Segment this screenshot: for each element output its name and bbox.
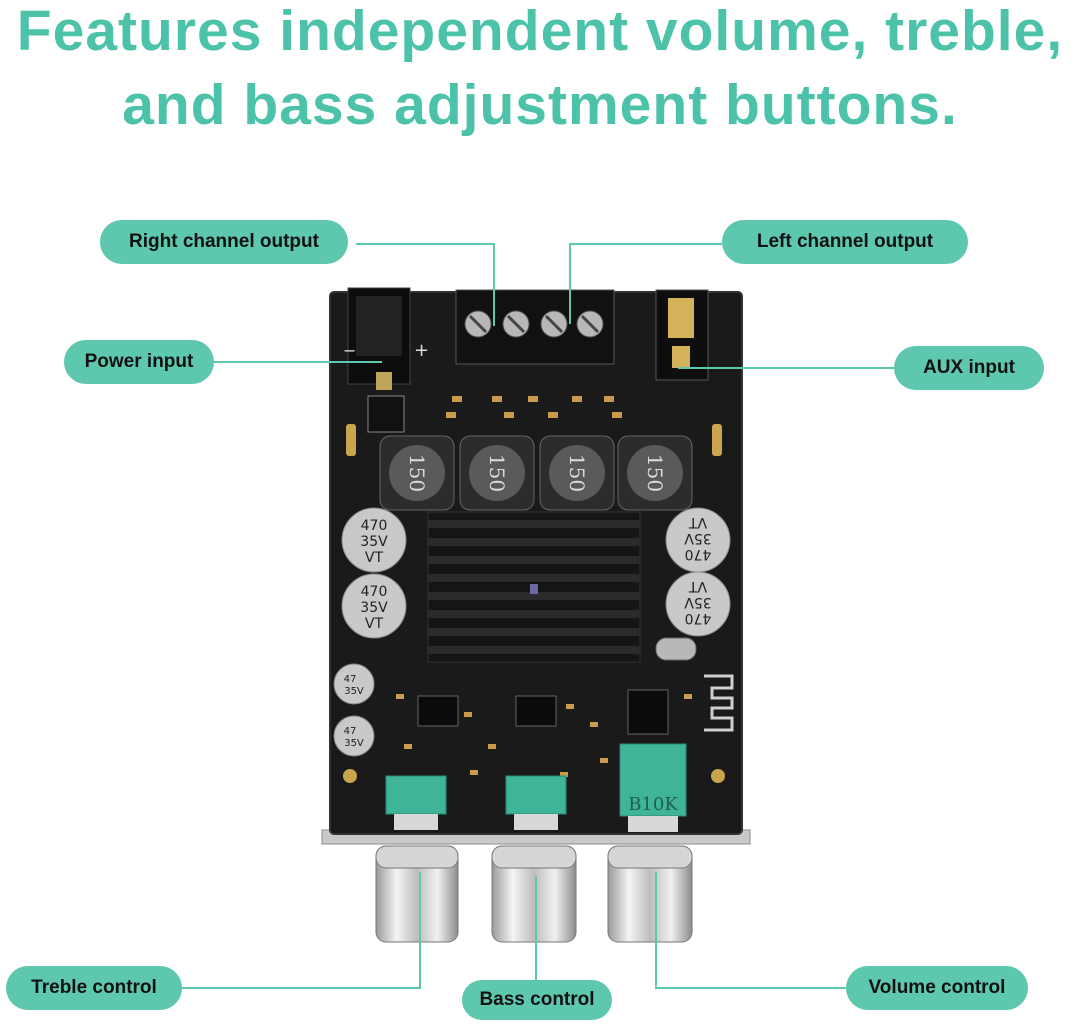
volume-knob bbox=[607, 845, 693, 943]
aux-jack bbox=[655, 289, 709, 381]
dc-power-jack: − + bbox=[343, 287, 429, 390]
label-power-input: Power input bbox=[64, 340, 214, 384]
label-left-channel-output: Left channel output bbox=[722, 220, 968, 264]
capacitor-left-bottom: 470 35V VT bbox=[341, 573, 407, 639]
svg-text:35V: 35V bbox=[344, 738, 364, 749]
svg-text:35V: 35V bbox=[360, 600, 388, 616]
svg-text:VT: VT bbox=[688, 514, 707, 530]
inductors: 150 150 150 150 bbox=[379, 435, 693, 511]
volume-potentiometer: B10K bbox=[619, 743, 687, 832]
svg-text:35V: 35V bbox=[360, 534, 388, 550]
svg-text:VT: VT bbox=[688, 578, 707, 594]
svg-text:VT: VT bbox=[365, 616, 384, 632]
svg-text:47: 47 bbox=[344, 674, 357, 685]
label-volume-control: Volume control bbox=[846, 966, 1028, 1010]
svg-text:35V: 35V bbox=[684, 594, 712, 610]
capacitor-right-bottom: 470 35V VT bbox=[665, 571, 731, 637]
svg-text:35V: 35V bbox=[684, 530, 712, 546]
label-bass-control: Bass control bbox=[462, 980, 612, 1020]
volume-pot-marking: B10K bbox=[628, 794, 678, 815]
svg-text:470: 470 bbox=[361, 518, 388, 534]
line-right-channel bbox=[356, 243, 495, 326]
svg-text:35V: 35V bbox=[344, 686, 364, 697]
svg-text:470: 470 bbox=[685, 610, 712, 626]
small-capacitors: 47 35V 47 35V bbox=[333, 663, 375, 757]
svg-text:470: 470 bbox=[361, 584, 388, 600]
bluetooth-antenna bbox=[704, 674, 734, 732]
power-minus-marking: − bbox=[343, 341, 356, 360]
inductor-marking-3: 150 bbox=[565, 454, 589, 492]
svg-text:VT: VT bbox=[365, 550, 384, 566]
bass-knob bbox=[491, 845, 577, 943]
label-treble-control: Treble control bbox=[6, 966, 182, 1010]
bass-potentiometer bbox=[505, 775, 567, 830]
svg-text:470: 470 bbox=[685, 546, 712, 562]
svg-text:47: 47 bbox=[344, 726, 357, 737]
line-left-channel bbox=[569, 243, 722, 324]
inductor-marking-2: 150 bbox=[485, 454, 509, 492]
label-aux-input: AUX input bbox=[894, 346, 1044, 390]
line-treble bbox=[182, 872, 421, 989]
treble-knob bbox=[375, 845, 459, 943]
heatsink bbox=[427, 511, 641, 663]
treble-potentiometer bbox=[385, 775, 447, 830]
label-right-channel-output: Right channel output bbox=[100, 220, 348, 264]
inductor-marking-1: 150 bbox=[405, 454, 429, 492]
capacitor-left-top: 470 35V VT bbox=[341, 507, 407, 573]
headline-line-2: and bass adjustment buttons. bbox=[122, 73, 958, 137]
speaker-terminal-block bbox=[455, 289, 615, 365]
headline-line-1: Features independent volume, treble, bbox=[16, 0, 1064, 63]
power-plus-marking: + bbox=[414, 340, 429, 361]
line-volume bbox=[655, 872, 846, 989]
capacitor-right-top: 470 35V VT bbox=[665, 507, 731, 573]
inductor-marking-4: 150 bbox=[643, 454, 667, 492]
